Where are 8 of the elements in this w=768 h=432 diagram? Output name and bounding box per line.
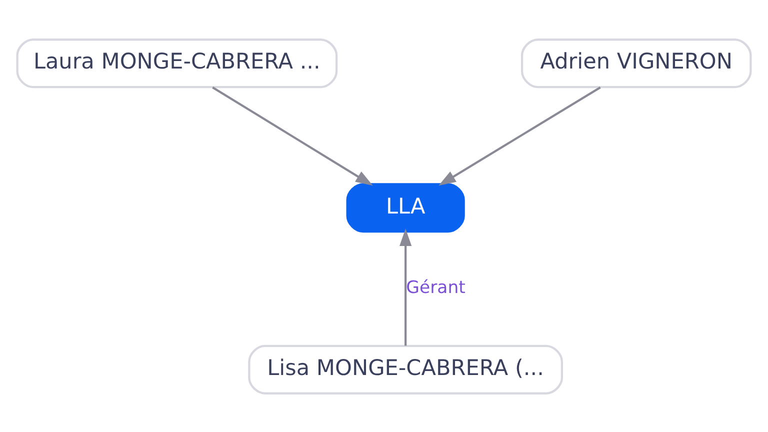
node-box: LLA — [346, 182, 465, 232]
arrow — [400, 228, 412, 346]
edge-label: Gérant — [406, 277, 466, 298]
node-box: Lisa MONGE-CABRERA (... — [248, 344, 564, 394]
node-box: Adrien VIGNERON — [520, 38, 752, 88]
arrow — [438, 86, 601, 186]
arrow — [212, 86, 373, 186]
node-box: Laura MONGE-CABRERA ... — [16, 38, 338, 88]
